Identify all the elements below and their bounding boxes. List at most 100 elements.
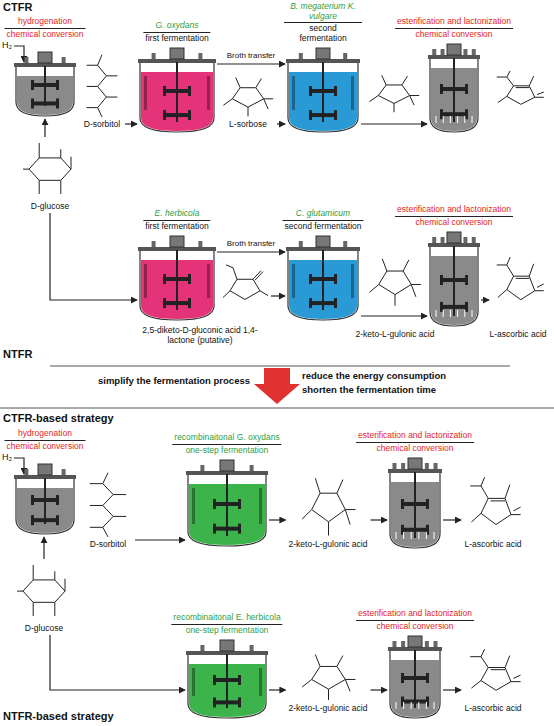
compound-name: L-ascorbic acid [464, 540, 521, 550]
impeller [188, 86, 191, 96]
step-name: second fermentation [284, 23, 362, 44]
nozzle [152, 53, 156, 59]
flow-arrow [125, 123, 137, 124]
molecule-structure [14, 560, 74, 622]
chemical-bond [264, 98, 274, 99]
drawing-part [302, 478, 355, 535]
chemical-bond [535, 290, 544, 291]
baffle [259, 668, 262, 696]
organism-name: esterification and lactonization [356, 609, 474, 621]
goal-text: reduce the energy consumption [302, 371, 446, 382]
flow-arrow [443, 519, 461, 520]
fermenter-node: E. herbicolafirst fermentation [138, 236, 216, 322]
vessel-drawing [14, 464, 76, 536]
heating-jacket [403, 532, 404, 539]
chemical-bond [248, 107, 249, 116]
compound-node: L-ascorbic acid [490, 256, 546, 312]
vessel-drawing [388, 636, 442, 720]
nozzle [434, 641, 438, 647]
impeller [56, 80, 59, 90]
impeller [188, 298, 191, 308]
goal-text: simplify the fermentation process [20, 376, 250, 387]
heating-jacket [396, 532, 397, 539]
compound-label: 2-keto-L-gulonic acid [289, 704, 368, 714]
reactor-node: esterification and lactonizationchemical… [428, 44, 480, 134]
molecule-structure [497, 71, 544, 104]
flow-arrow [361, 315, 427, 316]
impeller [309, 298, 312, 308]
chemical-bond [87, 107, 98, 108]
impeller [164, 113, 190, 117]
compound-name: L-ascorbic acid [489, 330, 546, 340]
compound-node: L-ascorbic acid [462, 648, 524, 714]
impeller [164, 89, 190, 93]
impeller [32, 101, 58, 105]
chemical-bond [403, 260, 409, 271]
chemical-bond [516, 87, 529, 88]
molecule-structure [462, 648, 524, 702]
nozzle [198, 53, 202, 59]
impeller [238, 675, 241, 685]
impeller [401, 673, 404, 683]
vessel-drawing [138, 48, 216, 134]
drawing-part [223, 78, 273, 117]
chemical-bond [315, 655, 320, 667]
vessel-drawing [286, 48, 360, 134]
impeller [426, 673, 429, 683]
stirrer-motor [408, 458, 422, 469]
step-name: first fermentation [143, 221, 210, 232]
impeller [32, 498, 58, 502]
stirrer-motor [408, 636, 422, 647]
compound-label: L-ascorbic acid [464, 704, 521, 714]
stirrer-motor [316, 48, 330, 59]
impeller [188, 110, 191, 120]
reactor-node: esterification and lactonizationchemical… [428, 232, 480, 328]
chemical-bond [328, 522, 329, 536]
vessel-drawing [428, 44, 480, 134]
flow-arrow [50, 213, 137, 300]
stirrer-motor [447, 44, 461, 55]
compound-name: D-sorbitol [90, 540, 126, 550]
vessel-heading: hydrogenationchemical conversion [4, 17, 85, 40]
impeller [56, 495, 59, 505]
impeller [163, 110, 166, 120]
chemical-bond [90, 483, 103, 484]
baffle [351, 264, 354, 298]
chemical-bond [498, 290, 507, 298]
section-label: CTFR-based strategy [3, 412, 114, 425]
compound-name: 2,5-diketo-D-gluconic acid 1,4-lactone (… [138, 326, 263, 346]
compound-label: D-sorbitol [84, 120, 120, 130]
vessel-wall [390, 472, 440, 548]
nozzle [62, 469, 66, 475]
nozzle [200, 465, 204, 471]
chemical-bond [379, 271, 411, 295]
compound-label: D-glucose [31, 202, 69, 212]
drawing-part [23, 143, 71, 194]
compound-label: 2,5-diketo-D-gluconic acid 1,4-lactone (… [138, 326, 263, 346]
chemical-bond [302, 679, 312, 687]
stirrer-motor [170, 48, 184, 59]
impeller [440, 302, 443, 312]
heating-jacket [418, 532, 419, 539]
chemical-bond [537, 92, 544, 95]
chemical-bond [103, 473, 113, 537]
chemical-bond [507, 77, 514, 86]
chemical-bond [402, 76, 408, 85]
stirrer-motor [38, 52, 52, 63]
chemical-bond [516, 278, 529, 279]
impeller [213, 524, 216, 534]
impeller [32, 518, 58, 522]
vessel-drawing [186, 640, 268, 720]
chemical-bond [60, 180, 61, 194]
compound-node: D-sorbitol [80, 52, 124, 130]
compound-label: L-ascorbic acid [489, 330, 546, 340]
vessel-heading: esterification and lactonizationchemical… [356, 609, 474, 632]
compound-name: D-glucose [25, 624, 63, 634]
heating-jacket [434, 702, 435, 709]
nozzle [343, 53, 347, 59]
heating-jacket [443, 116, 444, 123]
chemical-bond [498, 96, 507, 102]
step-name: one-step fermentation [171, 625, 282, 636]
heating-jacket [464, 116, 465, 123]
impeller [310, 277, 336, 281]
